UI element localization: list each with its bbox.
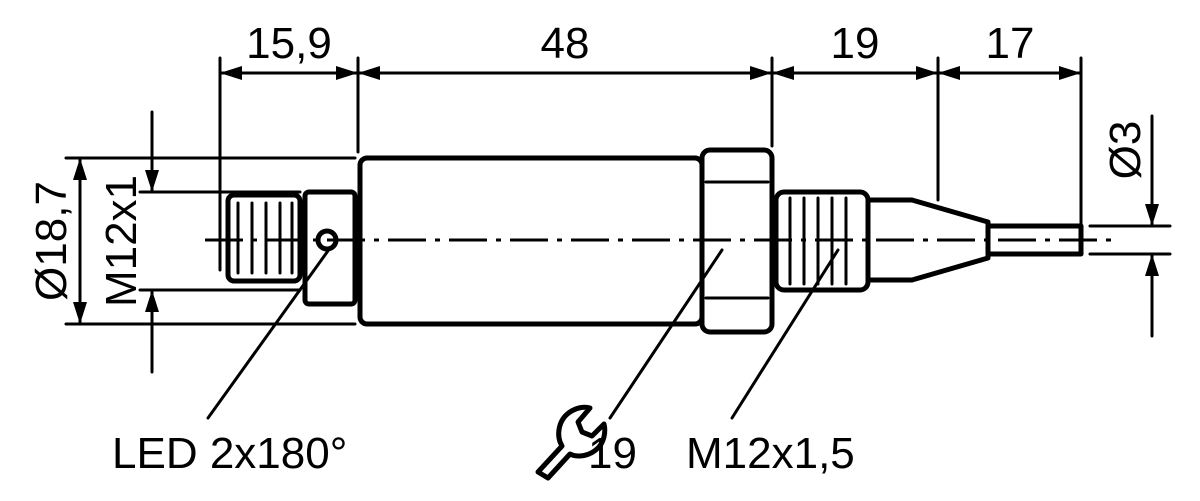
- dim-probe-length: 17: [986, 19, 1035, 68]
- extension-lines: [64, 56, 1172, 326]
- leader-lines: [206, 246, 840, 420]
- horizontal-dimensions: [218, 66, 1083, 80]
- dim-thread-length: 19: [831, 19, 880, 68]
- connector-collar: [302, 189, 358, 307]
- vertical-dimension-probe: [1145, 114, 1159, 338]
- vertical-dimension-connector: [145, 110, 159, 374]
- dim-probe-diameter: Ø3: [1101, 121, 1150, 180]
- dim-connector-length: 15,9: [246, 19, 332, 68]
- dim-body-length: 48: [541, 19, 590, 68]
- callout-wrench-size: 19: [588, 429, 637, 478]
- callout-process-thread: M12x1,5: [686, 429, 855, 478]
- m12-connector: [225, 192, 303, 284]
- vertical-dimension-body: [73, 156, 87, 326]
- wrench-icon: [535, 404, 608, 481]
- dim-connector-thread: M12x1: [97, 175, 146, 307]
- callout-led: LED 2x180°: [112, 429, 347, 478]
- dim-body-diameter: Ø18,7: [27, 181, 76, 301]
